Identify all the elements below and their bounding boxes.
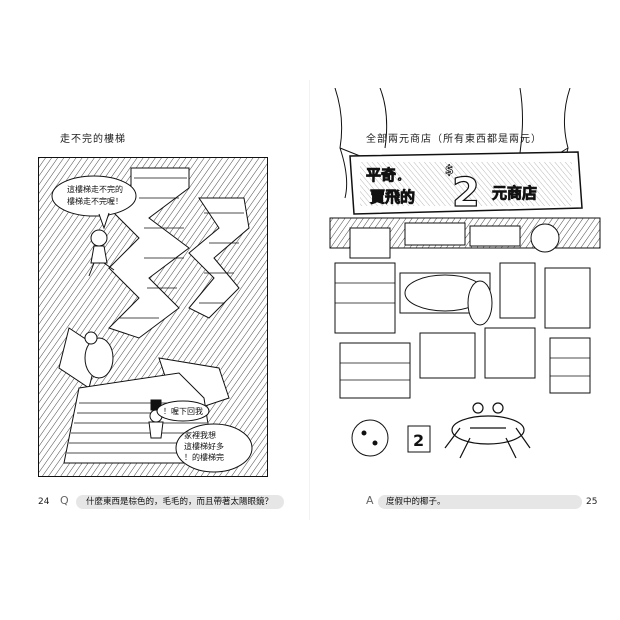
bubble-top-line-1: 這樓梯走不完的 [67,184,123,194]
svg-text:2: 2 [413,431,424,450]
chapter-title: 走不完的樓梯 [60,134,126,145]
bubble-bottom-line-3: ！的樓梯完 [184,452,224,462]
right-page: 全部兩元商店（所有東西都是兩元） 平奇． 賈飛的 $ 2 元商店 [310,0,620,620]
dog-character [84,331,114,379]
banner-line-2: 賈飛的 [370,188,415,206]
bubble-bottom-small: ！喔下回我 [163,406,203,416]
crab-character [444,402,531,459]
chapter-title: 全部兩元商店（所有東西都是兩元） [366,134,542,145]
two-dollar-shop-drawing: 平奇． 賈飛的 $ 2 元商店 [329,87,601,459]
spiky-ball [351,419,389,457]
question-letter: Q [60,494,69,507]
stairs-illustration: 這樓梯走不完的 樓梯走不完喔！ ！喔下回我 家裡我想 這樓梯好多 ！的樓梯完 [38,157,268,477]
answer-text: 度假中的椰子。 [378,495,582,509]
man-character [148,399,164,439]
banner-line-1: 平奇． [366,166,411,184]
price-tag: 2 [407,425,431,453]
banner-suffix: 元商店 [492,184,537,202]
banner-dollar: $ [445,163,453,177]
question-text: 什麼東西是棕色的，毛毛的，而且帶著太陽眼鏡？ [76,495,284,509]
bubble-bottom-line-1: 家裡我想 [184,430,216,440]
page-number-left: 24 [38,497,50,507]
bubble-bottom-line-2: 這樓梯好多 [184,441,224,451]
left-page: 走不完的樓梯 [38,134,284,509]
answer-letter: A [366,494,374,507]
endless-stairs-drawing: 這樓梯走不完的 樓梯走不完喔！ ！喔下回我 家裡我想 這樓梯好多 ！的樓梯完 [39,158,267,476]
bubble-top-line-2: 樓梯走不完喔！ [67,196,123,206]
page-number-right: 25 [586,497,598,507]
shop-illustration: 平奇． 賈飛的 $ 2 元商店 [320,87,610,470]
boy-character [88,229,115,277]
banner-number: 2 [452,170,480,216]
book-gutter [309,80,310,520]
